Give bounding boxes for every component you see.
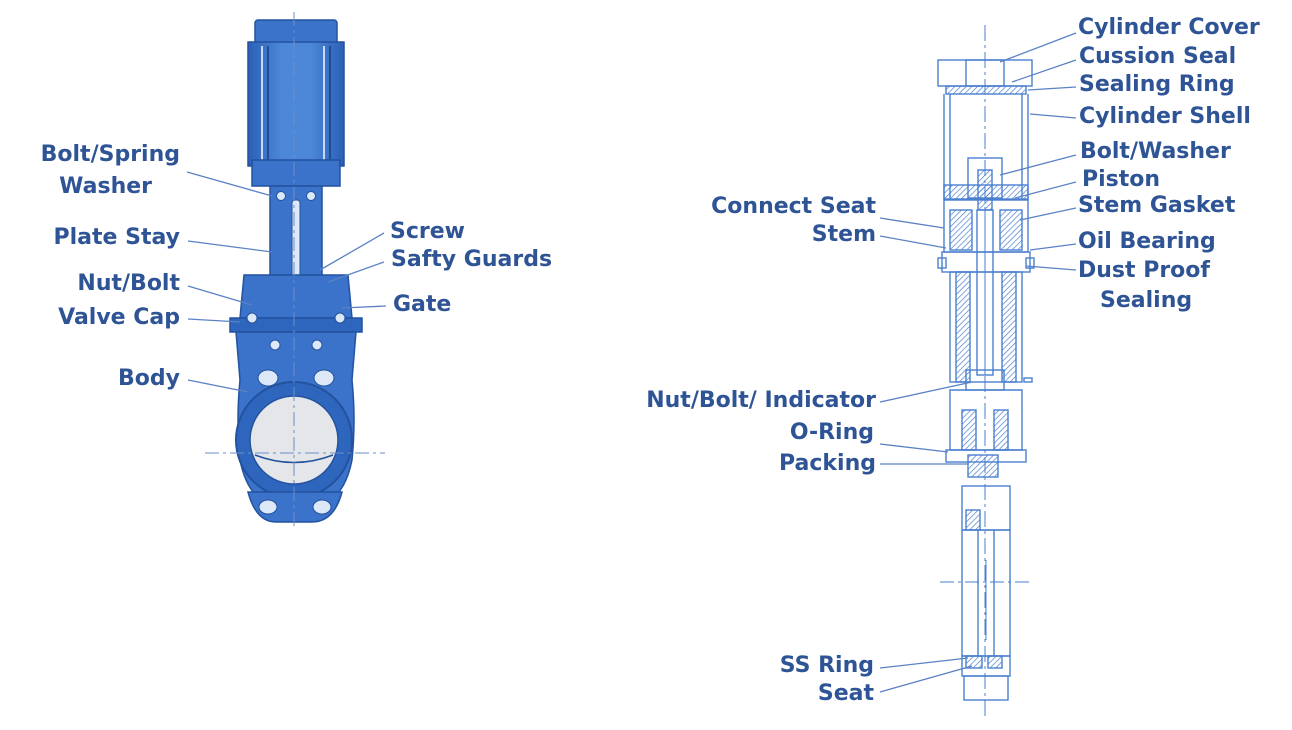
label-dust-proof: Dust Proof bbox=[1078, 258, 1210, 283]
label-cussion-seal: Cussion Seal bbox=[1079, 44, 1237, 69]
label-stem: Stem bbox=[811, 222, 876, 247]
label-plate-stay: Plate Stay bbox=[53, 225, 180, 250]
label-safty-guards: Safty Guards bbox=[391, 247, 553, 272]
label-ss-ring: SS Ring bbox=[779, 653, 874, 678]
label-gate: Gate bbox=[393, 292, 452, 317]
label-nut-bolt-indicator: Nut/Bolt/ Indicator bbox=[646, 388, 876, 413]
label-bolt-washer: Bolt/Washer bbox=[1080, 139, 1231, 164]
label-oil-bearing: Oil Bearing bbox=[1078, 229, 1216, 254]
label-screw: Screw bbox=[390, 219, 465, 244]
label-o-ring: O-Ring bbox=[789, 420, 874, 445]
label-sealing-ring: Sealing Ring bbox=[1079, 72, 1235, 97]
label-cylinder-cover: Cylinder Cover bbox=[1078, 15, 1260, 40]
label-packing: Packing bbox=[778, 451, 876, 476]
label-sealing: Sealing bbox=[1100, 288, 1193, 313]
label-cylinder-shell: Cylinder Shell bbox=[1079, 104, 1251, 129]
label-stem-gasket: Stem Gasket bbox=[1078, 193, 1236, 218]
right-leader-lines bbox=[879, 32, 1077, 693]
label-bolt-spring: Bolt/Spring bbox=[40, 142, 180, 167]
left-leader-lines bbox=[186, 171, 387, 393]
left-valve-illustration bbox=[205, 12, 385, 528]
label-valve-cap: Valve Cap bbox=[58, 305, 180, 330]
label-connect-seat: Connect Seat bbox=[711, 194, 876, 219]
label-seat: Seat bbox=[817, 681, 874, 706]
right-valve-section-drawing bbox=[937, 25, 1035, 718]
label-body: Body bbox=[118, 366, 180, 391]
label-washer: Washer bbox=[59, 174, 152, 199]
label-nut-bolt: Nut/Bolt bbox=[77, 271, 180, 296]
label-piston: Piston bbox=[1082, 167, 1161, 192]
